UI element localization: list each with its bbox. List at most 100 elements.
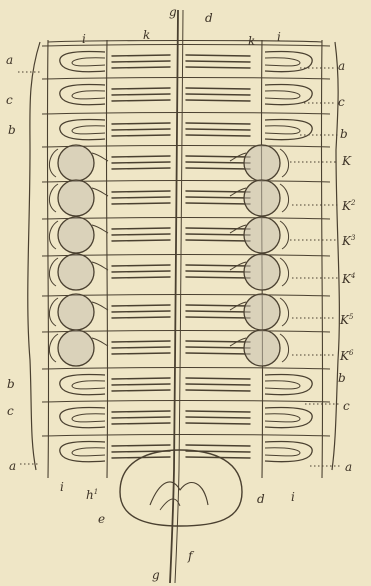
- loop-right-9: [265, 374, 312, 394]
- tubule-left-4-0: [112, 191, 170, 192]
- tubule-left-2-1: [112, 129, 170, 130]
- tubule-right-2-0: [186, 123, 250, 124]
- tubule-right-7-1: [186, 311, 250, 312]
- tubule-right-9-0: [186, 378, 250, 379]
- tubule-left-11-0: [112, 445, 170, 446]
- tubule-right-7-2: [186, 317, 250, 318]
- globe-wrap-right-3: [280, 149, 289, 177]
- label-d-top: d: [205, 12, 213, 24]
- loop-right-0: [265, 51, 312, 71]
- globe-wrap-right-5: [280, 221, 289, 249]
- inner-loop-left-2: [72, 126, 105, 134]
- tubule-right-8-2: [186, 353, 250, 354]
- globe-wrap-left-5: [49, 221, 58, 249]
- tubule-right-7-0: [186, 305, 250, 306]
- outer-wall-left: [28, 42, 40, 470]
- loop-left-11: [60, 441, 105, 461]
- tubule-left-3-2: [112, 168, 170, 169]
- tubule-left-4-2: [112, 203, 170, 204]
- globe-left-3: [58, 145, 94, 181]
- tubule-left-10-2: [112, 423, 170, 424]
- tubule-right-0-2: [186, 67, 250, 68]
- loop-left-1: [60, 84, 105, 104]
- tubule-right-3-2: [186, 168, 250, 169]
- tubule-right-0-0: [186, 55, 250, 56]
- tubule-left-5-0: [112, 228, 170, 229]
- tubule-right-4-2: [186, 203, 250, 204]
- globe-left-6: [58, 254, 94, 290]
- inner-loop-right-0: [265, 58, 300, 66]
- label-c-left-bottom: c: [7, 405, 14, 417]
- tubule-right-10-1: [186, 417, 250, 418]
- label-K1: K: [342, 155, 351, 167]
- label-b-right-bottom: b: [338, 372, 346, 384]
- loop-right-1: [265, 84, 312, 104]
- loop-left-10: [60, 407, 105, 427]
- inner-loop-left-1: [72, 91, 105, 99]
- tubule-left-9-2: [112, 390, 170, 391]
- globe-right-7: [244, 294, 280, 330]
- globe-duct-left-6: [92, 262, 108, 270]
- label-c-left-top: c: [6, 94, 13, 106]
- tubule-left-3-1: [112, 162, 170, 163]
- inner-loop-right-9: [265, 381, 300, 389]
- tubule-left-7-2: [112, 317, 170, 318]
- tubule-left-0-0: [112, 55, 170, 56]
- tubule-left-3-0: [112, 156, 170, 157]
- globe-wrap-right-4: [280, 184, 289, 212]
- tubule-left-1-1: [112, 94, 170, 95]
- tubule-left-6-0: [112, 265, 170, 266]
- tubule-right-9-2: [186, 390, 250, 391]
- globe-wrap-left-4: [49, 184, 58, 212]
- tubule-left-7-1: [112, 311, 170, 312]
- label-f-bottom: f: [188, 550, 192, 562]
- label-a-left-top: a: [6, 54, 13, 66]
- label-k-top-left: k: [143, 29, 150, 41]
- tubule-right-5-2: [186, 240, 250, 241]
- segment-divider-9: [42, 368, 330, 370]
- tubule-right-5-1: [186, 234, 250, 235]
- tubule-right-10-2: [186, 423, 250, 424]
- label-i-bottom-left: i: [60, 481, 64, 493]
- globe-wrap-right-8: [280, 334, 289, 362]
- tubule-right-1-1: [186, 94, 250, 95]
- inner-loop-right-10: [265, 414, 300, 422]
- tubule-left-7-0: [112, 305, 170, 306]
- label-h1: h1: [86, 489, 98, 501]
- tubule-right-2-1: [186, 129, 250, 130]
- label-a-right-bottom: a: [345, 461, 352, 473]
- chamber-inner-fold-2: [160, 499, 180, 510]
- segment-divider-1: [42, 78, 330, 80]
- label-K3: K3: [342, 235, 355, 247]
- globe-wrap-left-7: [49, 298, 58, 326]
- label-K6: K6: [340, 350, 353, 362]
- central-vessel-left: [170, 10, 178, 583]
- inner-loop-right-1: [265, 91, 300, 99]
- tubule-right-6-1: [186, 271, 250, 272]
- label-g-bottom: g: [152, 569, 160, 581]
- loop-right-11: [265, 441, 312, 461]
- tubule-left-5-2: [112, 240, 170, 241]
- loop-right-10: [265, 407, 312, 427]
- tubule-left-9-0: [112, 378, 170, 379]
- globe-wrap-left-6: [49, 258, 58, 286]
- globe-duct-left-7: [92, 302, 108, 310]
- inner-loop-left-10: [72, 414, 105, 422]
- tubule-left-10-0: [112, 411, 170, 412]
- column-line-1: [106, 40, 107, 478]
- tubule-right-8-0: [186, 341, 250, 342]
- inner-loop-left-9: [72, 381, 105, 389]
- tubule-right-9-1: [186, 384, 250, 385]
- tubule-left-2-2: [112, 135, 170, 136]
- label-K4: K4: [342, 273, 355, 285]
- tubule-left-4-1: [112, 197, 170, 198]
- inner-loop-left-11: [72, 448, 105, 456]
- label-c-right-bottom: c: [343, 400, 350, 412]
- loop-left-2: [60, 119, 105, 139]
- label-e-bottom: e: [98, 513, 105, 525]
- globe-wrap-right-7: [280, 298, 289, 326]
- segment-divider-7: [42, 295, 330, 297]
- globe-wrap-left-8: [49, 334, 58, 362]
